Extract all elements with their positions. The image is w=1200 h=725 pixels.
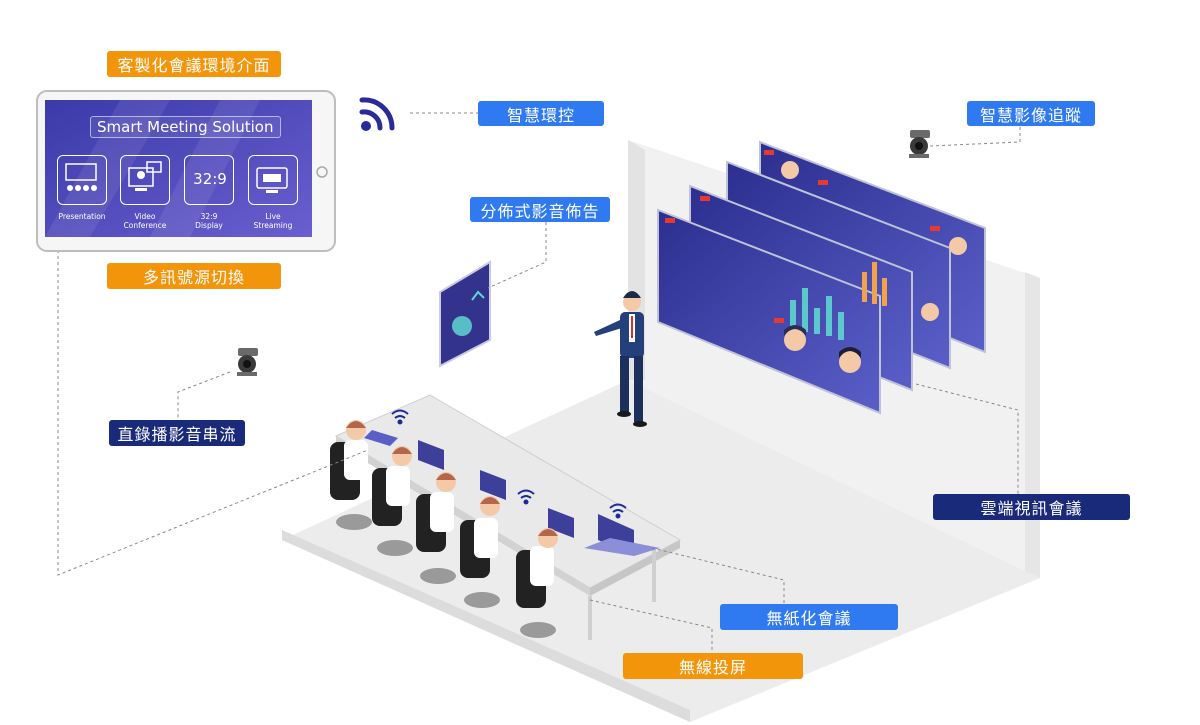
live-badges [665, 150, 940, 323]
attendee-5 [516, 528, 558, 638]
wifi-icon [517, 489, 535, 505]
label-smart-control: 智慧環控 [478, 101, 604, 126]
attendee-3 [416, 472, 456, 584]
ptz-camera-icon [909, 130, 930, 158]
caption-line: Presentation [58, 212, 106, 221]
live-streaming-tile[interactable] [248, 155, 298, 205]
wifi-icon [391, 409, 409, 425]
video-conference-tile[interactable] [120, 155, 170, 205]
signage-poster [439, 260, 491, 368]
attendee-2 [372, 446, 413, 556]
wifi-icon [609, 503, 627, 519]
recording-camera-icon [237, 348, 258, 376]
label-cloud-conference: 雲端視訊會議 [933, 494, 1130, 520]
remote-faces [781, 161, 967, 373]
caption-line: 32:9 [200, 212, 218, 221]
caption-line: Streaming [253, 221, 293, 230]
video-wall [657, 140, 986, 415]
caption-line: Video [134, 212, 156, 221]
tile-caption-presentation: Presentation [47, 212, 117, 221]
floor-edge [282, 530, 690, 722]
wall-edge-right [1025, 272, 1040, 580]
live-tv-icon [256, 167, 288, 193]
screen-chart [790, 288, 844, 340]
caption-line: Display [195, 221, 223, 230]
presentation-icon [65, 163, 97, 191]
wifi-icons [391, 409, 627, 519]
label-signal-switch: 多訊號源切換 [107, 263, 281, 289]
video-conference-icon [128, 161, 162, 191]
label-wireless-projection: 無線投屏 [623, 653, 803, 679]
attendee-4 [460, 496, 500, 608]
table-devices [364, 430, 660, 556]
display-ratio: 32:9 [193, 170, 227, 188]
screen-front [657, 208, 881, 415]
presenter [594, 291, 647, 427]
presentation-tile[interactable] [57, 155, 107, 205]
label-recording-streaming: 直錄播影音串流 [109, 420, 245, 446]
wireless-signal-icon [359, 97, 395, 131]
label-distributed-signage: 分佈式影音佈告 [470, 197, 610, 222]
screen-chart-orange [862, 262, 887, 306]
caption-line: Conference [123, 221, 167, 230]
label-custom-interface: 客製化會議環境介面 [107, 51, 281, 77]
label-paperless-meeting: 無紙化會議 [720, 604, 898, 630]
display-tile[interactable]: 32:9 [184, 155, 234, 205]
label-smart-tracking: 智慧影像追蹤 [967, 101, 1095, 126]
tablet-title: Smart Meeting Solution [90, 116, 281, 138]
caption-line: Live [265, 212, 281, 221]
